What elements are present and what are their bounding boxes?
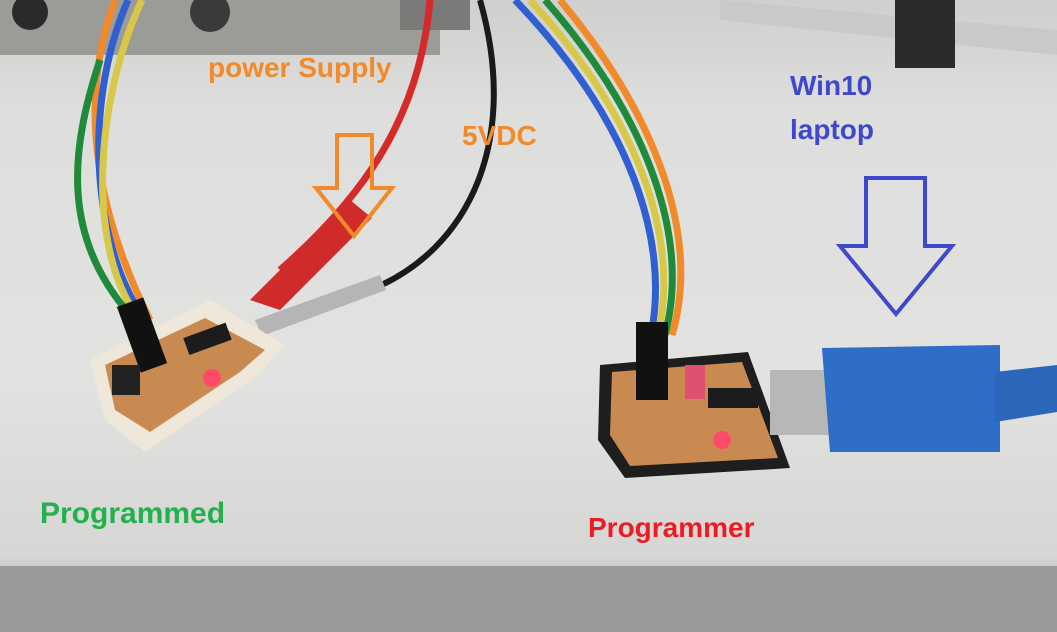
programmed-label: Programmed bbox=[40, 497, 226, 530]
programmer-label: Programmer bbox=[588, 512, 755, 543]
binding-post bbox=[190, 0, 230, 32]
ribbon-connector bbox=[895, 0, 955, 68]
ribbon-cable bbox=[720, 0, 1057, 55]
laptop-arrow-icon bbox=[835, 176, 957, 318]
power-supply-label: power Supply bbox=[208, 52, 392, 83]
bench-edge bbox=[0, 566, 1057, 632]
usb-cable-head bbox=[822, 345, 1000, 452]
equipment-part bbox=[400, 0, 470, 30]
laptop-label-line1: Win10 bbox=[790, 70, 873, 101]
laptop-label-line2: laptop bbox=[790, 114, 874, 145]
5vdc-label: 5VDC bbox=[462, 120, 537, 151]
power-arrow-icon bbox=[311, 133, 397, 240]
binding-post bbox=[12, 0, 48, 30]
usb-plug bbox=[770, 370, 830, 435]
